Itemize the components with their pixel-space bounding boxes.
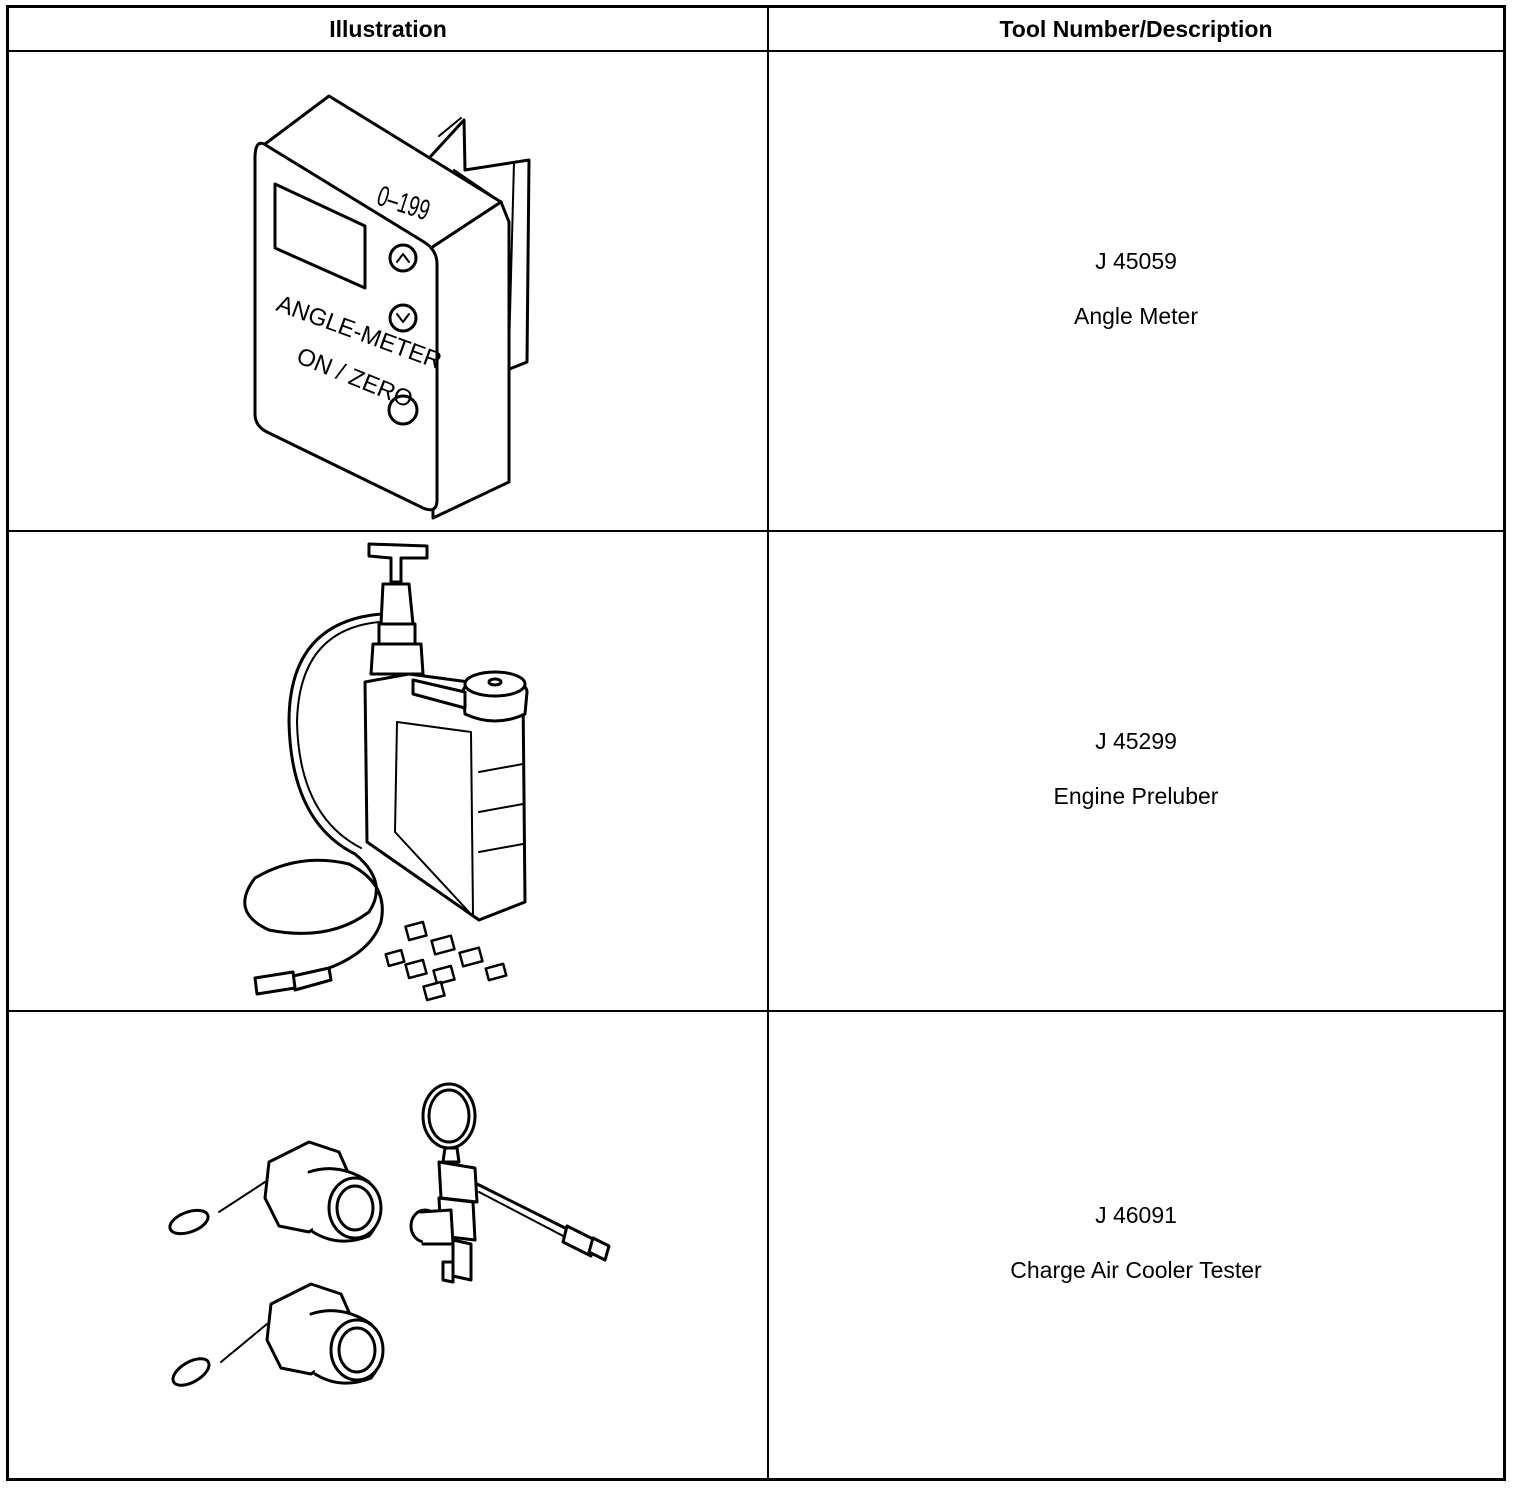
table-row: J 45299 Engine Preluber [9, 532, 1503, 1012]
header-tool-number-description: Tool Number/Description [999, 16, 1273, 42]
tool-info-cell: J 45059 Angle Meter [769, 52, 1503, 530]
tool-description: Engine Preluber [1053, 782, 1219, 809]
engine-preluber-illustration [243, 542, 529, 1002]
angle-meter-illustration: 0–199 ANGLE-METER ON / ZERO [253, 94, 531, 520]
illustration-cell [9, 1012, 769, 1478]
header-tool-cell: Tool Number/Description [769, 8, 1503, 50]
illustration-cell: 0–199 ANGLE-METER ON / ZERO [9, 52, 769, 530]
tools-table: Illustration Tool Number/Description [6, 5, 1506, 1481]
header-illustration: Illustration [329, 16, 447, 42]
tool-number: J 46091 [1095, 1201, 1177, 1228]
tool-description-block: J 45059 Angle Meter [769, 234, 1503, 344]
illustration-cell [9, 532, 769, 1010]
tool-description: Angle Meter [1073, 302, 1198, 329]
table-row: J 46091 Charge Air Cooler Tester [9, 1012, 1503, 1478]
tool-info-cell: J 45299 Engine Preluber [769, 532, 1503, 1010]
header-illustration-cell: Illustration [9, 8, 769, 50]
charge-air-cooler-tester-illustration [168, 1082, 611, 1387]
table-row: 0–199 ANGLE-METER ON / ZERO J 45059 Angl… [9, 52, 1503, 532]
tool-description-block: J 45299 Engine Preluber [769, 714, 1503, 824]
table-header-row: Illustration Tool Number/Description [9, 8, 1503, 52]
tool-description: Charge Air Cooler Tester [1010, 1256, 1262, 1283]
tool-number: J 45299 [1095, 727, 1177, 754]
tool-info-cell: J 46091 Charge Air Cooler Tester [769, 1012, 1503, 1478]
tool-number: J 45059 [1095, 247, 1177, 274]
tool-description-block: J 46091 Charge Air Cooler Tester [769, 1188, 1503, 1298]
